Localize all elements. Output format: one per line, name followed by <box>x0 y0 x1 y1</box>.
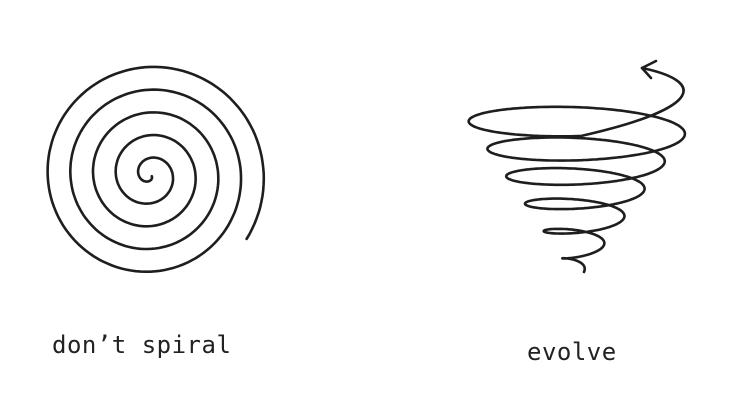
flat-spiral-icon <box>46 65 266 273</box>
rising-cone-spiral-icon <box>467 66 687 274</box>
evolve-caption: evolve <box>527 338 617 366</box>
dont-spiral-caption: don’t spiral <box>52 331 232 359</box>
arrow-head-icon <box>640 59 658 80</box>
